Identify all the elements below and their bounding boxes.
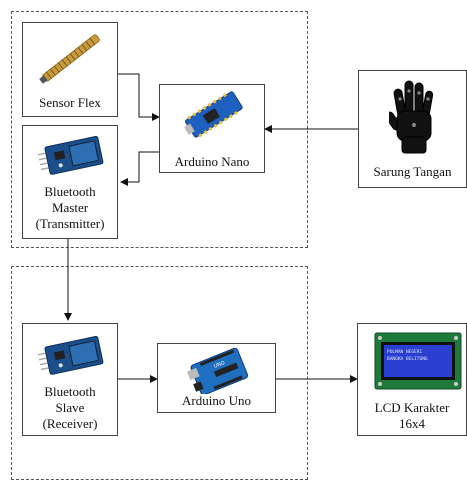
lcd-display-icon: POLMAN NEGERI BANGKA BELITUNG <box>374 332 462 390</box>
lcd-row1-text: POLMAN NEGERI <box>387 349 423 355</box>
bluetooth-slave-node: Bluetooth Slave (Receiver) <box>22 323 118 436</box>
arduino-nano-node: Arduino Nano <box>159 84 265 173</box>
bluetooth-master-node: Bluetooth Master (Transmitter) <box>22 125 118 239</box>
bt-slave-line3: (Receiver) <box>42 416 98 431</box>
arduino-uno-node: UNO Arduino Uno <box>157 343 276 413</box>
glove-icon <box>389 80 434 154</box>
arduino-uno-label: Arduino Uno <box>182 393 251 408</box>
lcd-line1: LCD Karakter <box>374 400 450 415</box>
lcd-node: POLMAN NEGERI BANGKA BELITUNG LCD Karakt… <box>357 323 467 436</box>
sensor-flex-label: Sensor Flex <box>39 95 101 110</box>
bt-master-line2: Master <box>51 200 89 215</box>
bt-master-line3: (Transmitter) <box>35 216 105 231</box>
bluetooth-module-icon <box>37 336 104 375</box>
flex-sensor-icon <box>39 34 100 84</box>
lcd-line2: 16x4 <box>399 416 425 431</box>
bt-master-line1: Bluetooth <box>44 184 96 199</box>
arrow-nano-to-master <box>120 151 159 186</box>
bt-slave-line1: Bluetooth <box>44 384 96 399</box>
lcd-row2-text: BANGKA BELITUNG <box>387 356 428 362</box>
bluetooth-module-icon <box>37 136 104 175</box>
sensor-flex-node: Sensor Flex <box>22 22 118 117</box>
sarung-tangan-node: Sarung Tangan <box>358 70 467 188</box>
arduino-nano-label: Arduino Nano <box>174 154 250 169</box>
arduino-nano-icon <box>184 91 243 138</box>
arduino-uno-icon: UNO <box>186 348 249 394</box>
svg-text:UNO: UNO <box>213 360 226 370</box>
sarung-tangan-label: Sarung Tangan <box>373 164 452 179</box>
arrow-flex-to-nano <box>118 73 160 121</box>
bt-slave-line2: Slave <box>55 400 85 415</box>
